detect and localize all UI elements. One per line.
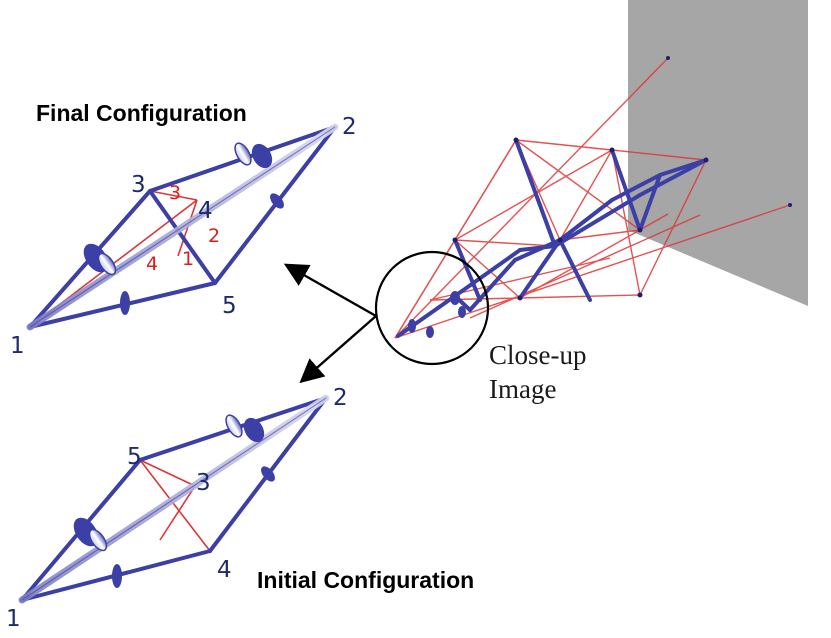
close-up-circle: [374, 250, 490, 366]
final-member-1: 1: [182, 248, 194, 270]
final-title: Final Configuration: [36, 100, 247, 126]
final-actuator-bottom: [120, 291, 130, 315]
tower-struts: [396, 138, 708, 338]
arrow-to-initial: [299, 315, 377, 384]
final-node-4: 4: [198, 198, 213, 224]
gray-wall: [628, 0, 808, 306]
close-up-caption-line2: Image: [489, 374, 556, 404]
initial-node-5: 5: [127, 444, 142, 470]
initial-node-2: 2: [333, 385, 348, 411]
tower-actuators: [408, 291, 466, 338]
initial-title: Initial Configuration: [257, 567, 474, 593]
final-member-2: 2: [208, 225, 220, 247]
initial-actuator-lower: [73, 517, 108, 552]
initial-node-3: 3: [196, 470, 211, 496]
final-node-2: 2: [342, 114, 357, 140]
initial-node-1: 1: [6, 606, 21, 632]
final-member-3: 3: [169, 182, 181, 204]
initial-node-4: 4: [217, 557, 232, 583]
final-member-4: 4: [146, 253, 158, 275]
initial-actuator-right: [261, 466, 275, 482]
final-actuator-right: [270, 193, 284, 209]
final-actuator-lower: [83, 243, 117, 276]
final-node-3: 3: [131, 172, 146, 198]
initial-actuator-upper: [225, 414, 265, 443]
tower-close-up: [374, 0, 808, 366]
tower-joints: [452, 56, 792, 301]
arrow-to-final: [283, 263, 377, 318]
final-node-5: 5: [222, 293, 237, 319]
final-actuator-upper: [234, 142, 273, 169]
final-node-1: 1: [10, 333, 25, 359]
close-up-caption-line1: Close-up: [489, 340, 587, 370]
initial-configuration: Initial Configuration 1 2 3 4 5: [6, 385, 474, 632]
initial-actuator-bottom: [112, 564, 122, 588]
final-configuration: Final Configuration 1 2 3 4 5 1 2 3 4: [10, 100, 357, 359]
